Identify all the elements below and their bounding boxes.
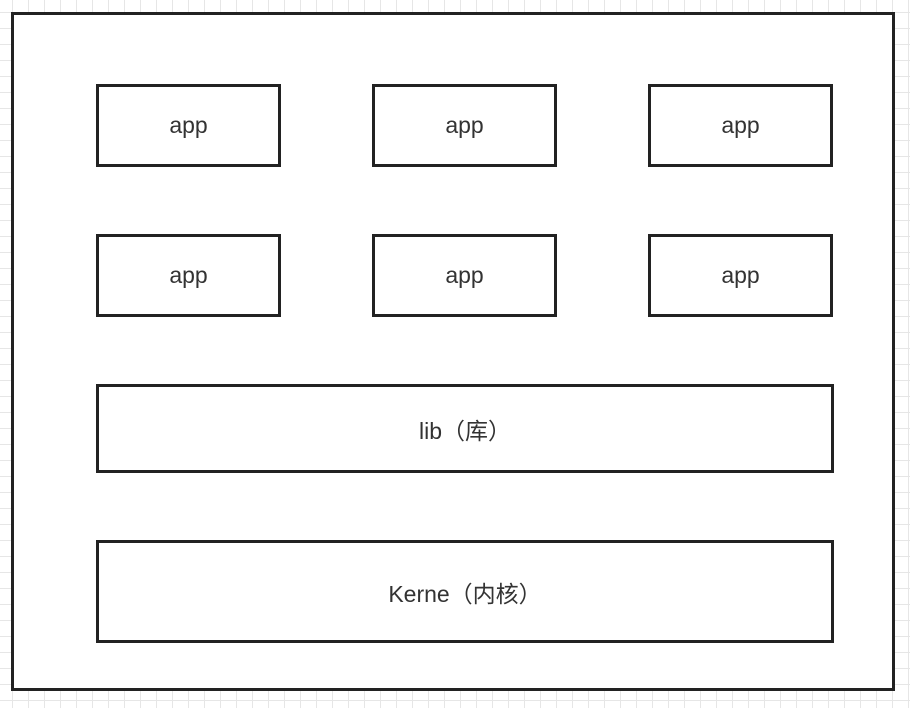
app-box-6: app bbox=[648, 234, 833, 317]
app-box-2: app bbox=[372, 84, 557, 167]
app-box-4: app bbox=[96, 234, 281, 317]
lib-layer-label: lib（库） bbox=[418, 417, 511, 444]
app-label: app bbox=[169, 262, 208, 288]
app-label: app bbox=[445, 262, 484, 288]
app-label: app bbox=[445, 112, 484, 138]
lib-layer-box: lib（库） bbox=[96, 384, 834, 473]
app-box-1: app bbox=[96, 84, 281, 167]
kernel-layer-label: Kerne（内核） bbox=[388, 580, 542, 607]
kernel-layer-box: Kerne（内核） bbox=[96, 540, 834, 643]
app-label: app bbox=[721, 112, 760, 138]
app-box-3: app bbox=[648, 84, 833, 167]
app-label: app bbox=[169, 112, 208, 138]
app-box-5: app bbox=[372, 234, 557, 317]
app-label: app bbox=[721, 262, 760, 288]
